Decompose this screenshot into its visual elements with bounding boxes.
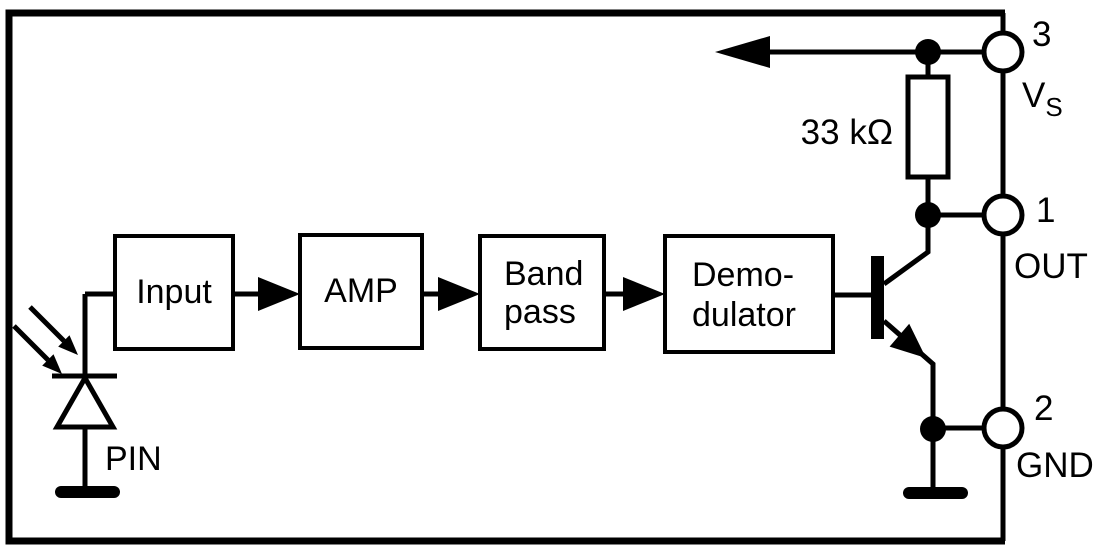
supply-arrow-icon bbox=[715, 36, 770, 68]
signal-chain: Input AMP Band pass Demo- dulator bbox=[113, 233, 835, 354]
demodulator-block bbox=[663, 234, 835, 354]
pin-2-name: GND bbox=[1016, 446, 1094, 485]
pin-2-number: 2 bbox=[1034, 389, 1053, 428]
pin-labels: 3 VS 1 OUT 2 GND bbox=[1014, 15, 1094, 485]
photodiode-label: PIN bbox=[105, 440, 162, 478]
bandpass-label-line1: Band bbox=[504, 255, 583, 293]
amp-block-label: AMP bbox=[324, 272, 398, 310]
photodiode-triangle bbox=[52, 372, 118, 430]
pin-1-terminal bbox=[981, 193, 1025, 237]
input-block-label: Input bbox=[136, 273, 212, 311]
arrow-icon-amp-bandpass bbox=[438, 277, 480, 311]
light-arrows bbox=[12, 305, 78, 374]
junction-dot-emitter bbox=[920, 416, 946, 442]
photodiode-ground-icon bbox=[55, 486, 120, 498]
light-arrow-1-wire bbox=[28, 305, 66, 343]
vs-label-subscript: S bbox=[1045, 92, 1062, 122]
output-transistor bbox=[833, 215, 936, 429]
chain-arrows bbox=[233, 277, 665, 311]
light-arrow-2-icon bbox=[42, 354, 62, 374]
pin-1-name: OUT bbox=[1014, 247, 1088, 286]
demodulator-label-line2: dulator bbox=[692, 296, 796, 334]
junction-dots bbox=[915, 39, 946, 442]
photodiode-branch: PIN bbox=[12, 291, 162, 498]
junction-dot-collector bbox=[915, 202, 941, 228]
supply-rail bbox=[715, 36, 984, 68]
junction-dot-supply bbox=[915, 39, 941, 65]
resistor-symbol bbox=[905, 74, 951, 180]
pin-connections bbox=[903, 212, 984, 499]
emitter-ground-icon bbox=[903, 487, 968, 499]
transistor-base-bar bbox=[871, 256, 884, 339]
arrow-icon-input-amp bbox=[258, 277, 300, 311]
light-arrow-2-wire bbox=[12, 324, 50, 362]
arrow-icon-bandpass-demodulator bbox=[623, 277, 665, 311]
pin-3-name: VS bbox=[1022, 76, 1063, 122]
pin-2-terminal bbox=[981, 406, 1025, 450]
pin-3-terminal bbox=[981, 30, 1025, 74]
resistor-value-label: 33 kΩ bbox=[801, 113, 893, 152]
transistor-emitter-arrow-icon bbox=[889, 323, 926, 358]
bandpass-label-line2: pass bbox=[504, 293, 576, 331]
light-arrow-1-icon bbox=[58, 335, 78, 355]
amp-block bbox=[298, 233, 424, 350]
pin-terminals bbox=[981, 30, 1025, 450]
vs-label-main: V bbox=[1022, 76, 1046, 115]
demodulator-label-line1: Demo- bbox=[692, 256, 794, 294]
pin-3-number: 3 bbox=[1032, 15, 1051, 54]
pin-1-number: 1 bbox=[1036, 191, 1055, 230]
package-outline bbox=[5, 9, 1005, 545]
pullup-resistor-branch: 33 kΩ bbox=[801, 52, 951, 215]
